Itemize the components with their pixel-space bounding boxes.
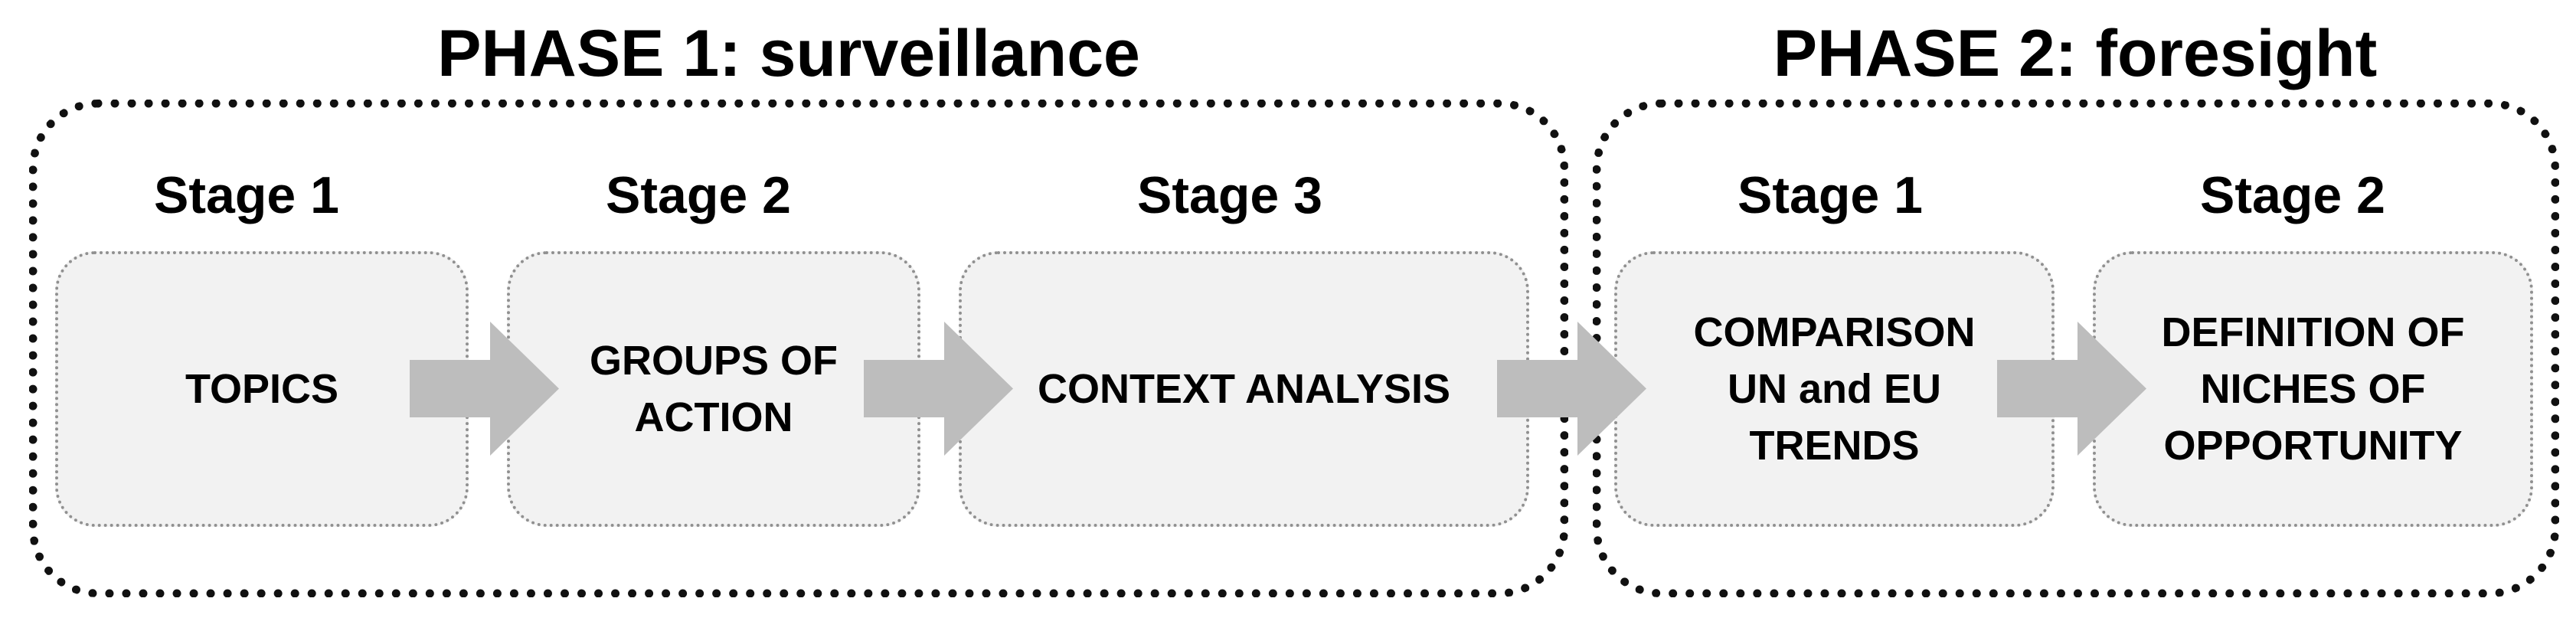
phase-1-stage-3-label: Stage 3 (1137, 166, 1322, 224)
phase-1-stage-1-text: TOPICS (185, 366, 339, 412)
phase-2-stage-2-box: DEFINITION OF NICHES OF OPPORTUNITY (2093, 251, 2533, 527)
right-arrow-icon (1497, 322, 1646, 456)
right-arrow-icon (410, 322, 559, 456)
phase-1-stage-2-label: Stage 2 (606, 166, 791, 224)
phase-2-stage-1-text: COMPARISON UN and EU TRENDS (1693, 309, 1976, 469)
phase-1-title: PHASE 1: surveillance (437, 17, 1140, 90)
phase-1-stage-2-box: GROUPS OF ACTION (507, 251, 920, 527)
phase-1-stage-3-text: CONTEXT ANALYSIS (1037, 366, 1451, 412)
phase-2-title: PHASE 2: foresight (1773, 17, 2378, 90)
right-arrow-icon (864, 322, 1013, 456)
phase-1-container (29, 100, 1568, 597)
phase-2-stage-1-label: Stage 1 (1737, 166, 1923, 224)
phase-1-stage-3-box: CONTEXT ANALYSIS (959, 251, 1529, 527)
phase-2-stage-1-box: COMPARISON UN and EU TRENDS (1614, 251, 2055, 527)
phase-1-stage-1-label: Stage 1 (154, 166, 339, 224)
phase-2-stage-2-label: Stage 2 (2200, 166, 2385, 224)
phase-2-stage-2-text: DEFINITION OF NICHES OF OPPORTUNITY (2161, 309, 2465, 469)
phase-1-stage-1-box: TOPICS (55, 251, 469, 527)
right-arrow-icon (1997, 322, 2146, 456)
phase-1-stage-2-text: GROUPS OF ACTION (589, 338, 839, 440)
